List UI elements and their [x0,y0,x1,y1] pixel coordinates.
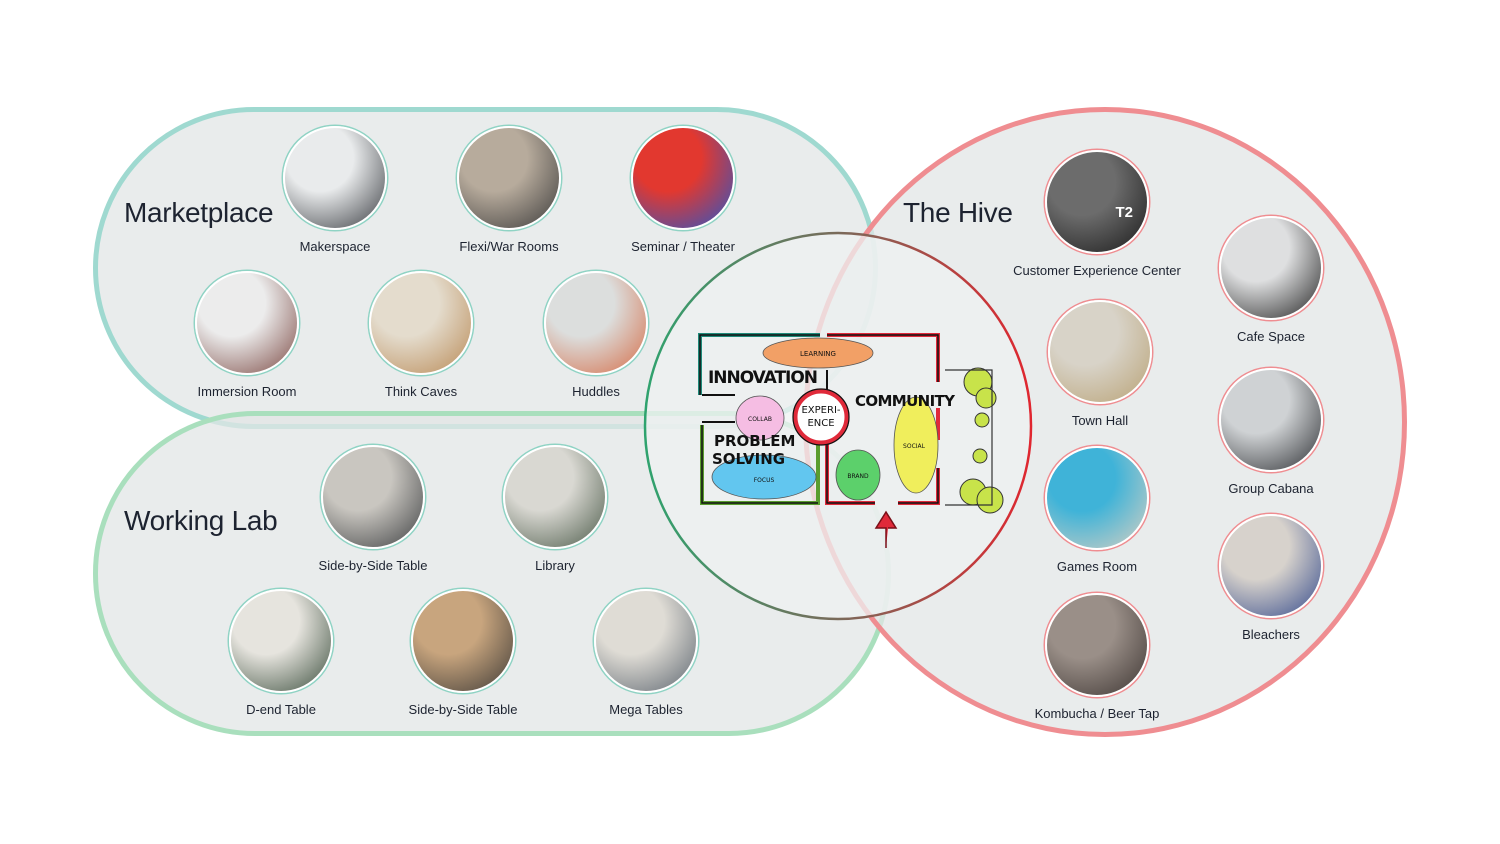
space-label: Seminar / Theater [631,239,735,254]
space-photo [1045,593,1149,697]
space-label: Immersion Room [197,384,297,399]
sketch-community: COMMUNITY [855,392,956,410]
space-photo [544,271,648,375]
marketplace-title: Marketplace [124,197,274,228]
experience-circle [792,388,850,446]
working-lab-title: Working Lab [124,505,278,536]
space-photo [457,126,561,230]
sketch-social: SOCIAL [903,443,926,450]
space-label: Makerspace [299,239,371,254]
space-label: Group Cabana [1228,481,1314,496]
sketch-focus: FOCUS [754,477,775,484]
space-label: Think Caves [384,384,458,399]
space-label: Customer Experience Center [1013,263,1181,278]
sketch-problem: PROBLEM [714,432,795,450]
space-photo [369,271,473,375]
core-ring [643,231,1033,621]
sketch-brand: BRAND [847,473,869,480]
space-label: Kombucha / Beer Tap [1034,706,1160,721]
space-label: Town Hall [1071,413,1129,428]
space-photo [321,445,425,549]
sketch-experience-2: ENCE [807,418,834,429]
entrance-arrow-icon [874,510,898,548]
space-photo [594,589,698,693]
sketch-learning: LEARNING [800,350,836,358]
space-label: Bleachers [1242,627,1300,642]
space-label: Mega Tables [609,702,683,717]
brand-blob [835,449,881,501]
sketch-experience-1: EXPERI- [801,405,840,416]
space-label: Games Room [1056,559,1138,574]
space-photo [1045,446,1149,550]
space-label: Side-by-Side Table [318,558,428,573]
space-photo [1219,368,1323,472]
space-photo [229,589,333,693]
focus-blob [711,454,817,500]
sketch-solving: SOLVING [712,450,785,468]
floorplan-sketch: LEARNING INNOVATION COLLAB EXPERI- ENCE … [698,333,1004,548]
space-photo [283,126,387,230]
space-photo [1219,216,1323,320]
sketch-collab: COLLAB [748,416,772,423]
space-photo [631,126,735,230]
space-photo [1048,300,1152,404]
space-photo [1219,514,1323,618]
space-photo: T2 [1045,150,1149,254]
space-label: Side-by-Side Table [408,702,518,717]
space-label: Huddles [572,384,620,399]
space-photo [195,271,299,375]
space-label: Flexi/War Rooms [459,239,559,254]
social-blob [893,396,939,494]
space-photo [503,445,607,549]
collab-blob [735,395,785,441]
space-label: D-end Table [246,702,316,717]
space-photo [411,589,515,693]
learning-blob [762,337,874,369]
hive-title: The Hive [903,197,1013,228]
space-label: Library [535,558,575,573]
sketch-innovation: INNOVATION [708,368,818,388]
space-label: Cafe Space [1237,329,1305,344]
photo-badge: T2 [1115,204,1133,221]
